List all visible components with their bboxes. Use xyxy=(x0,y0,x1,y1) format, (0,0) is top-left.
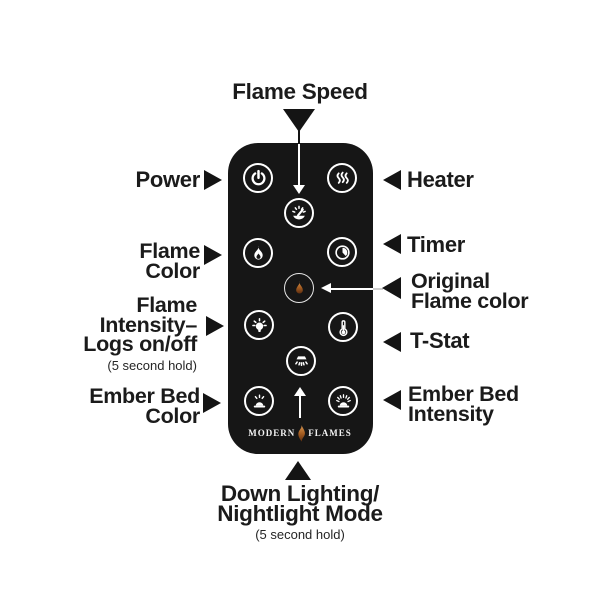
brand-logo: MODERN FLAMES xyxy=(240,423,360,443)
original-flame-pointer-icon xyxy=(382,277,401,299)
down-lighting-note: (5 second hold) xyxy=(255,527,345,542)
flame-intensity-label: Flame Intensity– Logs on/off (5 second h… xyxy=(83,293,197,373)
t-stat-pointer-icon xyxy=(383,332,401,352)
flame-intensity-button xyxy=(244,310,274,340)
ember-bed-intensity-label: Ember Bed Intensity xyxy=(408,382,519,426)
down-lighting-button xyxy=(286,346,316,376)
original-flame-connector-line-outer xyxy=(373,288,383,290)
flame-speed-button xyxy=(284,198,314,228)
power-icon xyxy=(250,169,266,185)
power-label: Power xyxy=(135,167,200,192)
down-lighting-arrowhead-icon xyxy=(294,387,306,396)
timer-button xyxy=(327,237,357,267)
original-flame-color-button xyxy=(284,273,314,303)
t-stat-label: T-Stat xyxy=(410,328,470,353)
heater-pointer-icon xyxy=(383,170,401,190)
bulb-rays-icon xyxy=(251,317,267,332)
flame-intensity-note: (5 second hold) xyxy=(107,357,197,373)
down-lighting-label: Down Lighting/ Nightlight Mode (5 second… xyxy=(0,482,600,542)
ember-bed-rays-icon xyxy=(335,393,351,407)
flame-speed-label: Flame Speed xyxy=(232,79,368,104)
flame-icon xyxy=(253,245,263,260)
heater-label: Heater xyxy=(407,167,474,192)
ember-bed-intensity-button xyxy=(328,386,358,416)
original-flame-arrowhead-icon xyxy=(321,283,331,293)
flame-color-label: Flame Color xyxy=(139,239,200,283)
ember-bed-color-label: Ember Bed Color xyxy=(89,384,200,428)
power-button xyxy=(243,163,273,193)
heater-button xyxy=(327,163,357,193)
flame-color-button xyxy=(243,238,273,268)
flame-speed-pointer-icon xyxy=(283,109,315,132)
flame-intensity-pointer-icon xyxy=(206,316,224,336)
ember-bed-glow-icon xyxy=(253,394,265,407)
timer-pointer-icon xyxy=(383,234,401,254)
brand-flame-icon xyxy=(298,424,306,442)
ember-bed-color-button xyxy=(244,386,274,416)
flame-speed-arrowhead-icon xyxy=(293,185,305,194)
original-flame-color-label: Original Flame color xyxy=(411,269,529,313)
down-lighting-connector-line xyxy=(299,396,301,418)
timer-label: Timer xyxy=(407,232,466,257)
gauge-icon xyxy=(292,205,306,220)
flame-color-pointer-icon xyxy=(204,245,222,265)
power-pointer-icon xyxy=(204,170,222,190)
downlight-icon xyxy=(294,355,308,366)
flame-speed-connector-line-inner xyxy=(298,144,300,185)
flame-speed-connector-line-outer xyxy=(298,130,300,144)
t-stat-button xyxy=(328,312,358,342)
clock-icon xyxy=(334,244,350,260)
heater-waves-icon xyxy=(336,171,349,184)
ember-bed-color-pointer-icon xyxy=(203,393,221,413)
orange-flame-icon xyxy=(295,280,303,294)
brand-flames: FLAMES xyxy=(308,428,352,438)
ember-bed-intensity-pointer-icon xyxy=(383,390,401,410)
brand-modern: MODERN xyxy=(248,428,296,438)
thermometer-icon xyxy=(339,319,347,336)
down-lighting-pointer-icon xyxy=(285,461,311,480)
original-flame-connector-line-inner xyxy=(331,288,373,290)
